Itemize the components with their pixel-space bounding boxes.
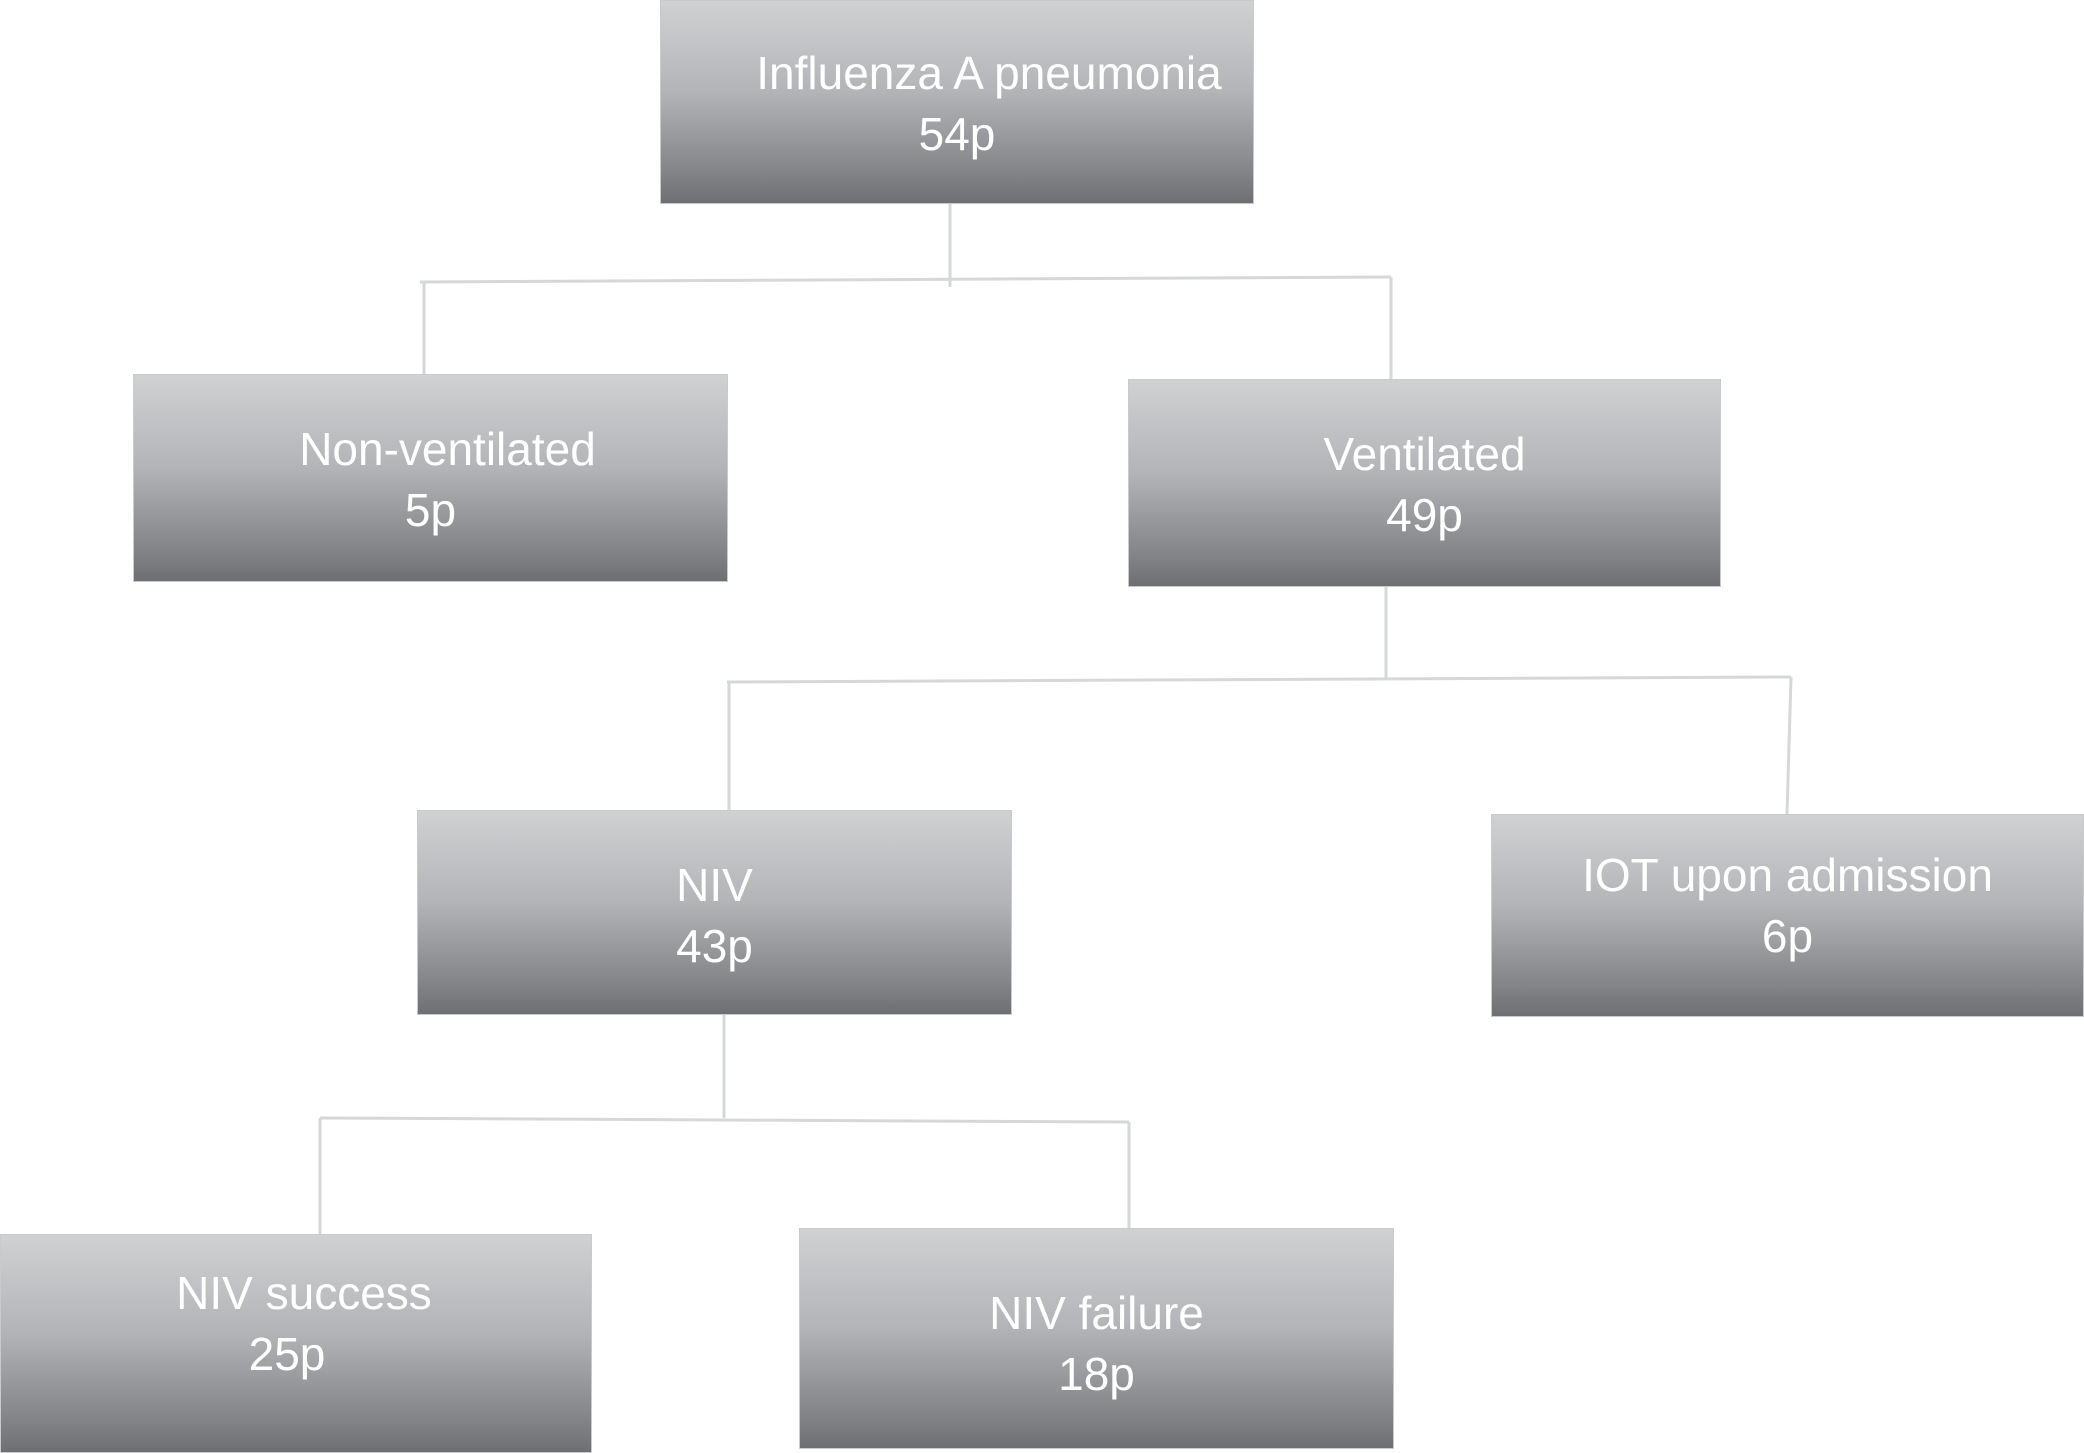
- node-niv-failure: NIV failure 18p: [799, 1228, 1394, 1449]
- connector-level1-bar: [419, 275, 1392, 284]
- node-label: Influenza A pneumonia: [756, 47, 1222, 99]
- node-niv: NIV 43p: [417, 810, 1012, 1015]
- node-count: 18p: [1058, 1348, 1135, 1400]
- connector-level3-bar: [319, 1116, 1130, 1124]
- node-influenza-a-pneumonia: Influenza A pneumonia 54p: [660, 0, 1254, 204]
- node-count: 6p: [1761, 910, 1814, 962]
- node-count: 54p: [918, 108, 996, 160]
- node-count: 25p: [248, 1328, 326, 1380]
- node-label: NIV failure: [989, 1287, 1204, 1339]
- node-ventilated: Ventilated 49p: [1128, 379, 1721, 587]
- node-label: Non-ventilated: [299, 423, 596, 475]
- node-non-ventilated: Non-ventilated 5p: [133, 374, 728, 582]
- connector-level2-bar: [726, 675, 1792, 684]
- node-iot-upon-admission: IOT upon admission 6p: [1491, 814, 2084, 1017]
- node-label: NIV: [676, 859, 753, 911]
- node-label: NIV success: [176, 1267, 432, 1319]
- node-count: 49p: [1386, 489, 1463, 541]
- node-count: 43p: [676, 920, 753, 972]
- node-count: 5p: [404, 484, 457, 536]
- node-niv-success: NIV success 25p: [0, 1234, 592, 1453]
- node-label: IOT upon admission: [1582, 849, 1993, 901]
- node-label: Ventilated: [1323, 428, 1526, 480]
- connector-to-iot: [1785, 676, 1793, 815]
